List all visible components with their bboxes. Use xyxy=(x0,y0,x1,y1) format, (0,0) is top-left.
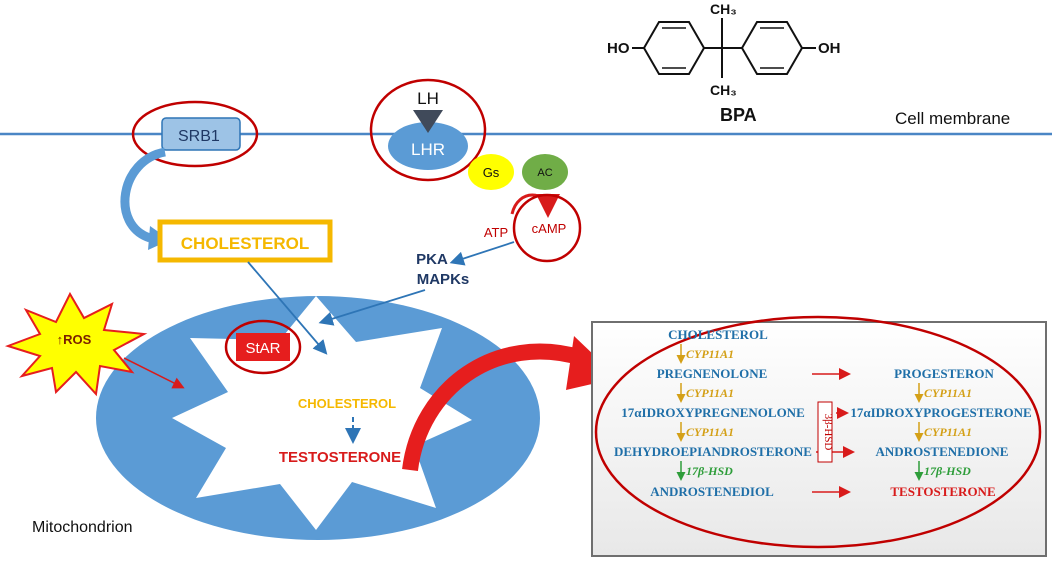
gs-label: Gs xyxy=(483,165,500,180)
pathway-right-0-enzyme: CYP11A1 xyxy=(924,386,972,400)
pathway-left-1-enzyme: CYP11A1 xyxy=(686,386,734,400)
pathway-right-1-name: 17αIDROXYPROGESTERONE xyxy=(850,405,1031,420)
cholesterol-box-label: CHOLESTEROL xyxy=(181,234,309,253)
camp-to-pka-arrow xyxy=(449,241,515,266)
ros-to-mito-arrow xyxy=(123,357,185,389)
lhr-label: LHR xyxy=(411,140,445,159)
lh-ligand-icon xyxy=(413,110,443,133)
pathway-left-2-name: 17αIDROXYPREGNENOLONE xyxy=(621,405,805,420)
srb1-to-cholesterol-arrow xyxy=(120,147,167,243)
bpa-top-ch3: CH₃ xyxy=(710,1,737,17)
ac-enzyme xyxy=(522,154,568,190)
star-label: StAR xyxy=(245,340,280,357)
bpa-bottom-ch3: CH₃ xyxy=(710,82,737,98)
star-protein-box xyxy=(236,333,290,361)
bpa-name: BPA xyxy=(720,105,757,125)
srb1-highlight-circle xyxy=(131,100,259,168)
srb1-label: SRB1 xyxy=(178,128,220,145)
bpa-ho-label: HO xyxy=(607,40,630,57)
pathway-left-1-name: PREGNENOLONE xyxy=(657,366,768,381)
star-highlight-circle xyxy=(224,319,302,375)
pka-to-mito-arrow xyxy=(318,289,426,326)
lhr-highlight-circle xyxy=(369,78,487,182)
mito-testosterone-label: TESTOSTERONE xyxy=(279,449,401,466)
bpa-structure: HO CH₃ CH₃ OH BPA xyxy=(607,1,841,125)
pathway-right-3-name: TESTOSTERONE xyxy=(890,484,995,499)
pathway-left-column: CHOLESTEROL CYP11A1 PREGNENOLONE CYP11A1… xyxy=(614,327,812,499)
cell-membrane-label: Cell membrane xyxy=(895,109,1010,128)
lh-label: LH xyxy=(417,89,439,108)
cholesterol-to-mito-arrow xyxy=(247,261,328,355)
camp-label: cAMP xyxy=(532,221,567,236)
srb1-receptor-box xyxy=(161,117,241,151)
pathway-left-4-name: ANDROSTENEDIOL xyxy=(650,484,774,499)
pathway-right-column: PROGESTERON CYP11A1 17αIDROXYPROGESTERON… xyxy=(850,366,1031,499)
pathway-right-2-enzyme: 17β-HSD xyxy=(924,464,971,478)
mito-cholesterol-label: CHOLESTEROL xyxy=(298,396,396,411)
atp-label: ATP xyxy=(484,225,508,240)
pathway-left-0-enzyme: CYP11A1 xyxy=(686,347,734,361)
zoom-to-pathway-arrow xyxy=(402,343,585,472)
bpa-oh-label: OH xyxy=(818,40,841,57)
pathway-right-2-name: ANDROSTENEDIONE xyxy=(876,444,1009,459)
lhr-receptor xyxy=(388,122,468,170)
pathway-right-1-enzyme: CYP11A1 xyxy=(924,425,972,439)
pathway-right-0-name: PROGESTERON xyxy=(894,366,994,381)
mapks-label: MAPKs xyxy=(417,271,470,288)
gs-protein xyxy=(468,154,514,190)
mitochondrion-label: Mitochondrion xyxy=(32,519,133,536)
pathway-left-0-name: CHOLESTEROL xyxy=(668,327,768,342)
side-enzyme-box xyxy=(817,401,833,463)
ros-burst xyxy=(4,291,148,397)
cholesterol-box xyxy=(157,219,333,263)
pathway-left-3-enzyme: 17β-HSD xyxy=(686,464,733,478)
pathway-left-2-enzyme: CYP11A1 xyxy=(686,425,734,439)
pka-label: PKA xyxy=(416,251,448,268)
camp-highlight-circle xyxy=(512,193,582,263)
side-enzyme-label: 3β-HSD xyxy=(822,414,834,451)
pathway-highlight-circle xyxy=(594,315,1042,549)
ac-label: AC xyxy=(537,167,552,179)
ros-label: ↑ROS xyxy=(57,332,92,347)
pathway-left-3-name: DEHYDROEPIANDROSTERONE xyxy=(614,444,812,459)
atp-to-camp-arrow xyxy=(510,193,560,218)
